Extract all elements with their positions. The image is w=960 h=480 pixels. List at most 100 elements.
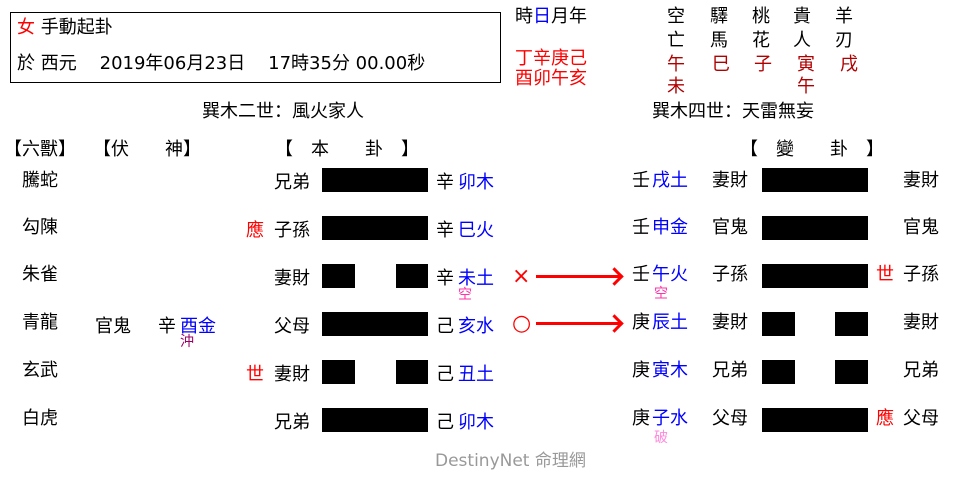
changed-empty-marker: 空 (654, 286, 668, 302)
yang-line (762, 264, 868, 288)
clash-marker: 沖 (180, 334, 194, 350)
footer-brand: DestinyNet 命理網 (435, 451, 586, 471)
datetime-line: 於 西元 2019年06月23日 17時35分 00.00秒 (17, 55, 425, 73)
gender-label: 女 (17, 17, 35, 38)
branch-label: 卯木 (458, 172, 494, 193)
method-line: 女 手動起卦 (17, 19, 113, 37)
date-prefix: 於 西元 (17, 53, 77, 74)
changed-branch-label: 子水 (652, 408, 688, 429)
main-gua-header: 【 本 卦 】 (275, 139, 419, 160)
changed-branch-label: 辰土 (652, 312, 688, 333)
changed-stem-label: 庚 (632, 408, 650, 429)
empty-marker: 空 (458, 287, 472, 303)
fushen-header: 【伏 神】 (93, 139, 201, 160)
stem-label: 己 (436, 316, 454, 337)
changed-stem-label: 壬 (632, 170, 650, 191)
beast-label: 玄武 (22, 360, 58, 381)
yin-line-left (762, 312, 795, 336)
stem-label: 辛 (436, 172, 454, 193)
yang-line (762, 408, 868, 432)
shensha-value: 寅 (797, 54, 815, 75)
yang-line (322, 312, 428, 336)
shensha-value: 未 (667, 76, 685, 97)
yin-line-right (835, 312, 868, 336)
fushen-relation: 官鬼 (95, 316, 131, 337)
changed-relation-label-right: 妻財 (903, 312, 939, 333)
shi-marker: 世 (876, 264, 894, 285)
changed-relation-label-right: 子孫 (903, 264, 939, 285)
ganzhi-branches: 酉卯午亥 (515, 68, 587, 89)
changed-gua-header: 【 變 卦 】 (740, 139, 884, 160)
shensha-name-guiren-top: 貴 (793, 6, 811, 27)
change-arrow-line (536, 275, 620, 278)
ganzhi-labels: 時日月年 (515, 8, 587, 26)
shensha-name-yangren-top: 羊 (835, 6, 853, 27)
relation-label: 兄弟 (274, 412, 310, 433)
arrow-right-icon (605, 267, 624, 286)
relation-label: 父母 (274, 316, 310, 337)
stem-label: 己 (436, 364, 454, 385)
ganzhi-stems: 丁辛庚己 (515, 48, 587, 69)
beast-label: 青龍 (22, 312, 58, 333)
changed-relation-label: 兄弟 (712, 360, 748, 381)
yang-line (322, 168, 428, 192)
yang-line (762, 168, 868, 192)
changed-relation-label-right: 父母 (903, 408, 939, 429)
shensha-value: 戌 (840, 54, 858, 75)
stem-label: 辛 (436, 220, 454, 241)
changed-relation-label-right: 官鬼 (903, 217, 939, 238)
changed-relation-label: 子孫 (712, 264, 748, 285)
moving-yin-cross-icon: × (512, 264, 531, 289)
fushen-stem: 辛 (158, 316, 176, 337)
changed-branch-label: 午火 (652, 264, 688, 285)
shensha-value: 午 (797, 76, 815, 97)
fushen-branch: 酉金 (180, 316, 216, 337)
changed-relation-label: 妻財 (712, 170, 748, 191)
yin-line-left (322, 360, 355, 384)
change-arrow-line (536, 322, 620, 325)
method-label: 手動起卦 (40, 17, 113, 38)
main-gua-title: 巽木二世：風火家人 (202, 101, 364, 122)
relation-label: 妻財 (274, 268, 310, 289)
changed-relation-label: 父母 (712, 408, 748, 429)
broken-marker: 破 (654, 430, 668, 446)
branch-label: 卯木 (458, 412, 494, 433)
changed-gua-title: 巽木四世：天雷無妄 (652, 101, 814, 122)
ganzhi-label-hour: 時 (515, 6, 533, 27)
liushou-header: 【六獸】 (4, 139, 76, 160)
arrow-right-icon (605, 314, 624, 333)
changed-relation-label: 妻財 (712, 312, 748, 333)
yang-line (322, 408, 428, 432)
shensha-value: 子 (754, 54, 772, 75)
yang-line (322, 216, 428, 240)
beast-label: 朱雀 (22, 264, 58, 285)
shi-marker: 世 (246, 364, 264, 385)
shensha-name-kongwang-top: 空 (667, 6, 685, 27)
changed-stem-label: 壬 (632, 217, 650, 238)
changed-stem-label: 庚 (632, 312, 650, 333)
ganzhi-label-year: 年 (569, 6, 587, 27)
ganzhi-label-month: 月 (551, 6, 569, 27)
changed-relation-label-right: 兄弟 (903, 360, 939, 381)
yin-line-right (835, 360, 868, 384)
relation-label: 子孫 (274, 220, 310, 241)
beast-label: 勾陳 (22, 217, 58, 238)
changed-relation-label: 官鬼 (712, 217, 748, 238)
shensha-name-guiren-bottom: 人 (793, 30, 811, 51)
relation-label: 妻財 (274, 364, 310, 385)
ying-marker: 應 (246, 220, 264, 241)
branch-label: 丑土 (458, 364, 494, 385)
moving-yang-circle-icon: ○ (512, 311, 532, 336)
shensha-name-kongwang-bottom: 亡 (667, 30, 685, 51)
date-value: 2019年06月23日 (99, 53, 246, 74)
changed-stem-label: 庚 (632, 360, 650, 381)
changed-stem-label: 壬 (632, 264, 650, 285)
branch-label: 巳火 (458, 220, 494, 241)
branch-label: 未土 (458, 268, 494, 289)
divination-info-box: 女 手動起卦 於 西元 2019年06月23日 17時35分 00.00秒 (10, 12, 501, 83)
stem-label: 辛 (436, 268, 454, 289)
shensha-name-yangren-bottom: 刃 (835, 30, 853, 51)
branch-label: 亥水 (458, 316, 494, 337)
beast-label: 白虎 (22, 408, 58, 429)
yin-line-left (762, 360, 795, 384)
